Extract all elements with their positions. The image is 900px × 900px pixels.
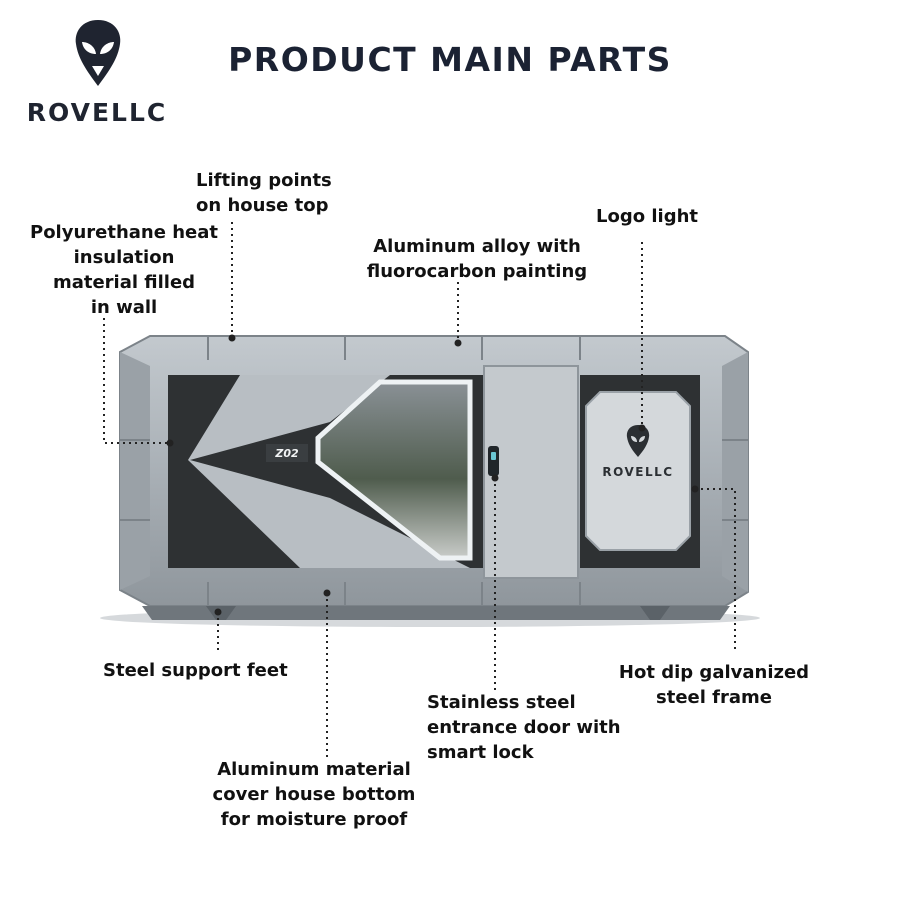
callout-aluminum-alloy: Aluminum alloy with fluorocarbon paintin… — [366, 236, 588, 282]
callout-lifting-points: Lifting points on house top — [196, 170, 332, 216]
leader-insulation — [103, 318, 170, 444]
callout-insulation: Polyurethane heat insulation material fi… — [30, 222, 218, 318]
brand-name: ROVELLC — [26, 98, 168, 127]
leader-lines — [103, 222, 736, 760]
alien-head-icon — [75, 20, 121, 86]
plate-brand: ROVELLC — [602, 465, 673, 479]
callout-logo-light: Logo light — [596, 206, 698, 227]
support-foot-right — [640, 606, 670, 620]
page-title: PRODUCT MAIN PARTS — [228, 40, 672, 79]
model-badge-bg — [266, 444, 308, 462]
callout-entrance-door: Stainless steel entrance door with smart… — [427, 692, 621, 763]
base-skirt — [142, 606, 730, 620]
model-badge: Z02 — [274, 447, 299, 460]
callout-support-feet: Steel support feet — [103, 660, 288, 681]
window — [315, 379, 473, 561]
callout-steel-frame: Hot dip galvanized steel frame — [618, 662, 810, 708]
right-end-cap — [722, 352, 748, 592]
brand-block: ROVELLC — [22, 18, 172, 128]
leader-steel-frame — [695, 488, 736, 652]
leader-dots — [166, 334, 699, 616]
logo-plate — [585, 391, 691, 551]
entrance-door — [483, 365, 579, 579]
left-end-cap — [120, 352, 150, 590]
arrow-graphic — [188, 375, 470, 568]
smart-lock-screen — [491, 452, 496, 460]
plate-alien-icon — [626, 425, 650, 457]
smart-lock — [488, 446, 499, 476]
callout-cover-bottom: Aluminum material cover house bottom for… — [212, 759, 416, 830]
